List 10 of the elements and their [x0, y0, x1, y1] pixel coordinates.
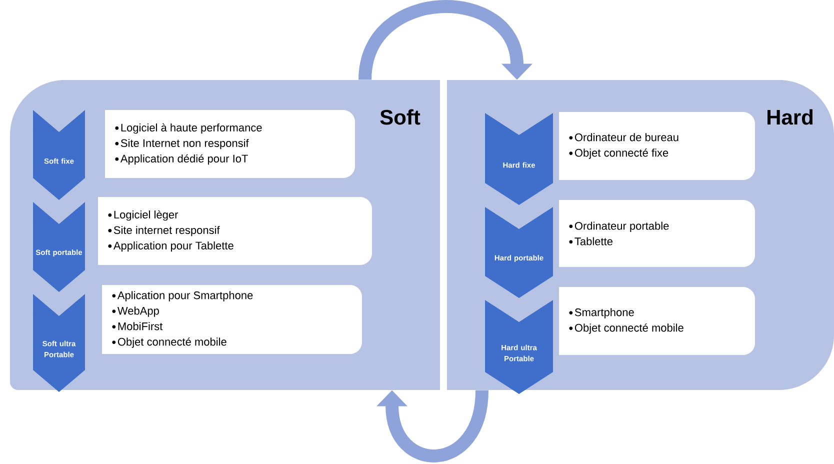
bullet-list-box: Logiciel lèger Site internet responsif Application pour Tablette [98, 197, 372, 265]
bullet-list-box: Smartphone Objet connecté mobile [559, 287, 755, 355]
curved-arrow [358, 0, 532, 81]
panel-heading: Hard [768, 109, 813, 125]
bullet-list-box: Ordinateur de bureau Objet connecté fixe [559, 112, 755, 180]
panel-heading: Soft [380, 109, 420, 125]
bullet-list-box: Aplication pour Smartphone WebApp MobiFirst Objet connecté mobile [102, 285, 362, 354]
bullet-list-box: Logiciel à haute performance Site Internet non responsif Application dédié pour IoT [105, 110, 355, 178]
bullet-list-box: Ordinateur portable Tablette [559, 200, 755, 267]
curved-arrow [376, 390, 488, 462]
